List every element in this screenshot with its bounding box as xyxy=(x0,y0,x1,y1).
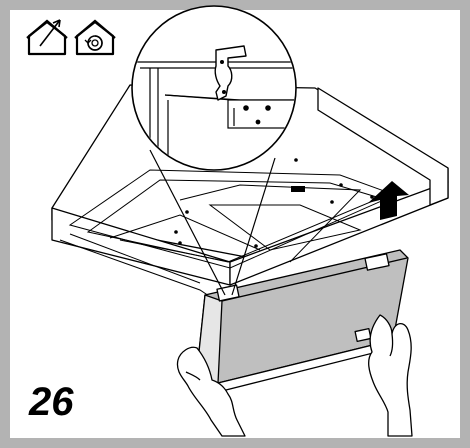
detail-magnifier xyxy=(131,5,297,171)
hood-recess xyxy=(59,169,397,301)
filter-latch-hook xyxy=(214,45,247,101)
push-up-arrow xyxy=(368,181,409,220)
step-number: 26 xyxy=(29,380,74,424)
hands xyxy=(176,314,413,437)
ducted-mode-icon xyxy=(26,19,68,56)
hood-details xyxy=(174,158,374,248)
recirculation-mode-icon xyxy=(74,19,116,56)
detail-callout-lines xyxy=(149,149,276,296)
